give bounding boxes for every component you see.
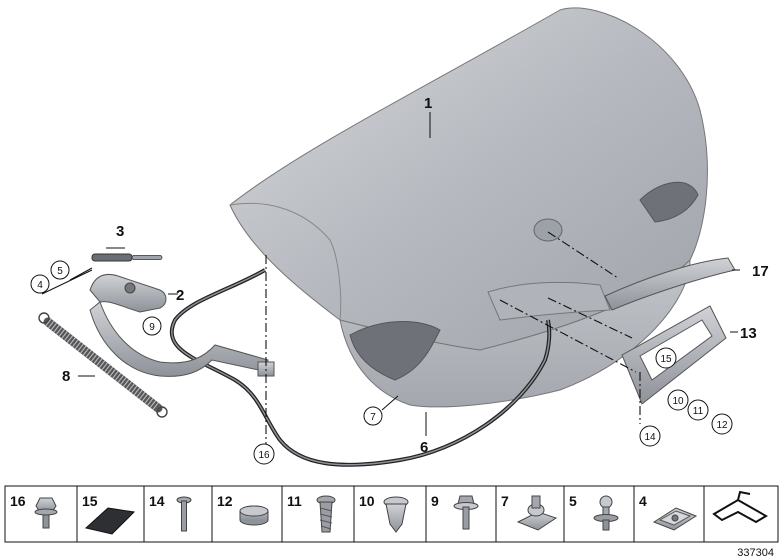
strip-num-14: 14 (149, 493, 165, 509)
svg-text:5: 5 (57, 266, 63, 277)
strip-num-5: 5 (569, 493, 577, 509)
callout-6: 6 (420, 439, 428, 456)
svg-text:6: 6 (420, 439, 428, 456)
sheet-clip-icon (652, 507, 698, 531)
strip-num-11: 11 (287, 493, 302, 509)
svg-text:3: 3 (116, 223, 124, 240)
hex-bolt-icon (34, 497, 58, 529)
callout-4: 4 (30, 274, 50, 294)
callout-17: 17 (752, 263, 769, 280)
callout-12: 12 (711, 413, 733, 435)
callout-5: 5 (50, 260, 70, 280)
callout-7: 7 (363, 406, 383, 426)
gas-strut (91, 253, 163, 262)
foam-pad-icon (84, 507, 136, 535)
callout-10: 10 (667, 389, 689, 411)
torx-screw-icon (316, 495, 336, 533)
callout-11: 11 (687, 399, 709, 421)
clip-nut-icon (383, 496, 409, 533)
callout-14: 14 (639, 425, 661, 447)
svg-text:11: 11 (693, 406, 704, 417)
fitting-lines (265, 231, 641, 445)
leader-lines (41, 112, 740, 436)
strip-num-9: 9 (431, 493, 439, 509)
svg-text:10: 10 (672, 396, 684, 407)
svg-text:8: 8 (62, 368, 70, 385)
hinge (89, 273, 269, 377)
svg-text:16: 16 (258, 450, 270, 461)
svg-text:12: 12 (716, 420, 728, 431)
strip-num-15: 15 (82, 493, 98, 509)
callout-1: 1 (424, 95, 432, 112)
strip-num-7: 7 (501, 493, 509, 509)
tension-spring (38, 312, 168, 418)
svg-text:14: 14 (644, 432, 656, 443)
trunk-lid (229, 7, 708, 408)
grommet-icon (516, 495, 558, 531)
callout-2: 2 (176, 287, 184, 304)
svg-text:4: 4 (37, 280, 43, 291)
callout-8: 8 (62, 368, 70, 385)
svg-text:1: 1 (424, 95, 432, 112)
svg-text:13: 13 (740, 325, 757, 342)
svg-text:9: 9 (149, 322, 155, 333)
svg-text:2: 2 (176, 287, 184, 304)
parts-strip: 16 15 14 12 11 10 9 7 5 4 (4, 485, 779, 543)
callout-13: 13 (740, 325, 757, 342)
strip-num-16: 16 (10, 493, 26, 509)
svg-text:7: 7 (370, 412, 376, 423)
screw-icon (176, 496, 192, 532)
reference-number: 337304 (737, 547, 774, 559)
svg-text:15: 15 (660, 354, 672, 365)
strip-num-4: 4 (639, 493, 647, 509)
callout-3: 3 (116, 223, 124, 240)
bolt-washer-icon (453, 495, 479, 530)
cap-icon (239, 505, 269, 526)
svg-text:17: 17 (752, 263, 769, 280)
ball-stud-icon (593, 495, 619, 531)
callout-16: 16 (253, 443, 275, 465)
strip-num-10: 10 (359, 493, 375, 509)
callout-9: 9 (142, 316, 162, 336)
strip-num-12: 12 (217, 493, 233, 509)
callout-15: 15 (655, 347, 677, 369)
